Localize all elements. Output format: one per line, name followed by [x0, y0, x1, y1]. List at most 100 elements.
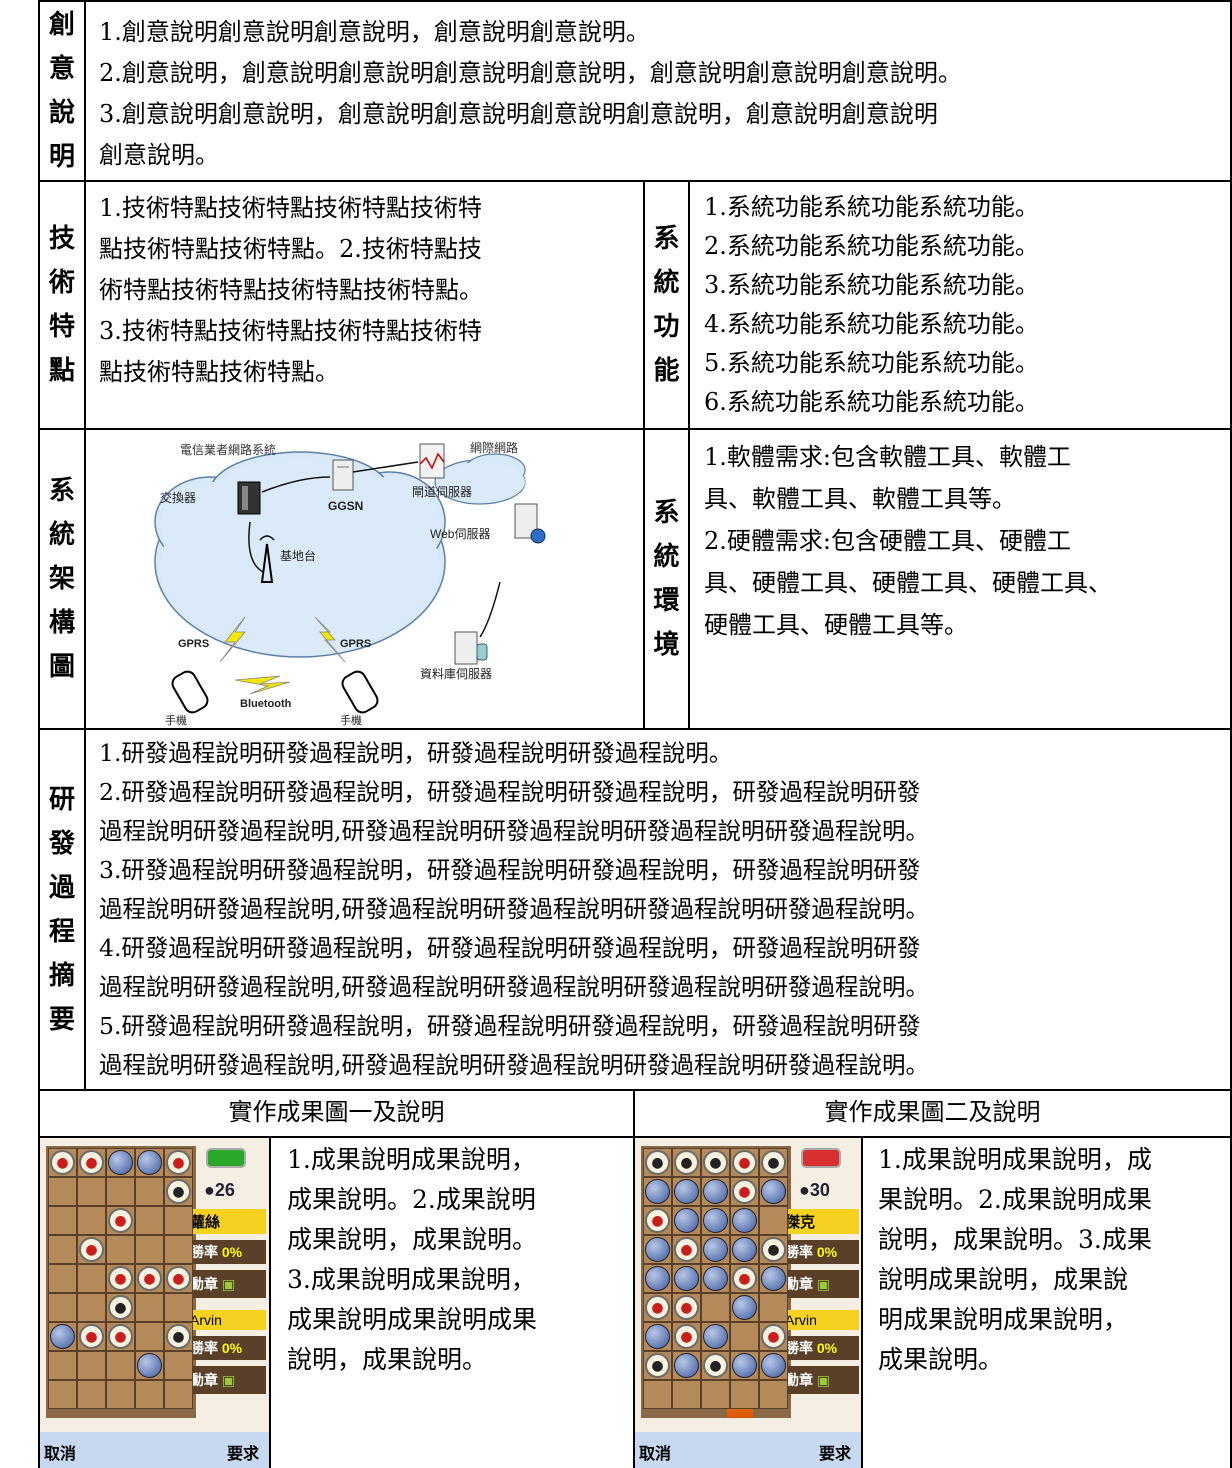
cancel-button[interactable]: 取消: [44, 1444, 77, 1463]
chess-piece-icon[interactable]: ●: [108, 1324, 133, 1349]
player2-rate: 勝率 0%: [188, 1336, 266, 1360]
board-square[interactable]: [48, 1351, 77, 1380]
chess-piece-icon[interactable]: ●: [645, 1208, 670, 1233]
chess-piece-icon[interactable]: ●: [645, 1353, 670, 1378]
timer: ●26: [204, 1180, 235, 1200]
board-square[interactable]: [730, 1322, 759, 1351]
board-square[interactable]: [77, 1177, 106, 1206]
board-square[interactable]: [135, 1293, 164, 1322]
request-button[interactable]: 要求: [818, 1444, 851, 1463]
chess-piece-icon[interactable]: [703, 1266, 728, 1291]
board-square[interactable]: [106, 1235, 135, 1264]
chess-piece-icon[interactable]: [50, 1324, 75, 1349]
chess-piece-icon[interactable]: ●: [166, 1266, 191, 1291]
board-square[interactable]: [106, 1351, 135, 1380]
board-square[interactable]: [164, 1235, 193, 1264]
board-square[interactable]: [106, 1177, 135, 1206]
chess-piece-icon[interactable]: [732, 1295, 757, 1320]
chess-piece-icon[interactable]: ●: [108, 1266, 133, 1291]
chess-piece-icon[interactable]: ●: [703, 1353, 728, 1378]
chess-piece-icon[interactable]: [645, 1266, 670, 1291]
chess-piece-icon[interactable]: [732, 1237, 757, 1262]
phone-right-icon: [341, 670, 379, 714]
chess-piece-icon[interactable]: ●: [79, 1150, 104, 1175]
chess-piece-icon[interactable]: [761, 1353, 786, 1378]
board-square[interactable]: [48, 1177, 77, 1206]
chess-piece-icon[interactable]: [674, 1353, 699, 1378]
board-square[interactable]: [672, 1380, 701, 1409]
chess-piece-icon[interactable]: ●: [79, 1324, 104, 1349]
chess-piece-icon[interactable]: [674, 1266, 699, 1291]
chess-piece-icon[interactable]: ●: [761, 1324, 786, 1349]
cancel-button[interactable]: 取消: [639, 1444, 672, 1463]
board-square[interactable]: [48, 1293, 77, 1322]
chess-piece-icon[interactable]: [732, 1208, 757, 1233]
chess-piece-icon[interactable]: [761, 1179, 786, 1204]
phone-right-label: 手機: [340, 713, 362, 726]
chess-piece-icon[interactable]: ●: [50, 1150, 75, 1175]
board-square[interactable]: [701, 1293, 730, 1322]
board-square[interactable]: [135, 1322, 164, 1351]
board-square[interactable]: [135, 1380, 164, 1409]
board-square[interactable]: [77, 1264, 106, 1293]
chess-piece-icon[interactable]: ●: [645, 1295, 670, 1320]
chess-piece-icon[interactable]: ●: [761, 1150, 786, 1175]
board-square[interactable]: [135, 1177, 164, 1206]
chess-piece-icon[interactable]: ●: [761, 1237, 786, 1262]
board-square[interactable]: [48, 1380, 77, 1409]
board-square[interactable]: [759, 1380, 788, 1409]
board-square[interactable]: [643, 1380, 672, 1409]
chess-piece-icon[interactable]: [703, 1179, 728, 1204]
board-square[interactable]: [164, 1380, 193, 1409]
chess-piece-icon[interactable]: ●: [645, 1150, 670, 1175]
board-square[interactable]: [77, 1206, 106, 1235]
board-square[interactable]: [164, 1351, 193, 1380]
chess-piece-icon[interactable]: ●: [674, 1150, 699, 1175]
board-square[interactable]: [135, 1235, 164, 1264]
board-square[interactable]: [48, 1206, 77, 1235]
chess-piece-icon[interactable]: ●: [732, 1150, 757, 1175]
chess-piece-icon[interactable]: ●: [166, 1150, 191, 1175]
board-square[interactable]: [730, 1380, 759, 1409]
request-button[interactable]: 要求: [226, 1444, 259, 1463]
board-square[interactable]: [106, 1380, 135, 1409]
player1-name: 傑克: [783, 1209, 859, 1234]
board-square[interactable]: [164, 1293, 193, 1322]
board-square[interactable]: [164, 1206, 193, 1235]
chess-piece-icon[interactable]: ●: [703, 1150, 728, 1175]
chess-piece-icon[interactable]: [732, 1353, 757, 1378]
chess-piece-icon[interactable]: [761, 1266, 786, 1291]
board-square[interactable]: [48, 1264, 77, 1293]
chess-piece-icon[interactable]: [645, 1179, 670, 1204]
chess-piece-icon[interactable]: [674, 1208, 699, 1233]
chess-piece-icon[interactable]: [703, 1208, 728, 1233]
board-square[interactable]: [701, 1380, 730, 1409]
chess-piece-icon[interactable]: ●: [674, 1295, 699, 1320]
board-square[interactable]: [77, 1380, 106, 1409]
chess-piece-icon[interactable]: [108, 1150, 133, 1175]
chess-piece-icon[interactable]: [645, 1324, 670, 1349]
chess-piece-icon[interactable]: ●: [79, 1237, 104, 1262]
chess-piece-icon[interactable]: [645, 1237, 670, 1262]
chess-piece-icon[interactable]: [703, 1324, 728, 1349]
board-square[interactable]: [77, 1293, 106, 1322]
chess-piece-icon[interactable]: [137, 1150, 162, 1175]
board-square[interactable]: [759, 1206, 788, 1235]
chess-piece-icon[interactable]: ●: [674, 1237, 699, 1262]
board-square[interactable]: [135, 1206, 164, 1235]
chess-piece-icon[interactable]: ●: [108, 1295, 133, 1320]
system-architecture-diagram: 電信業者網路系統 網際網路 交換器 GGSN 閘道伺服器 Web伺服器 基地台 …: [154, 440, 546, 726]
chess-piece-icon[interactable]: ●: [166, 1179, 191, 1204]
board-square[interactable]: [48, 1235, 77, 1264]
chess-piece-icon[interactable]: ●: [108, 1208, 133, 1233]
board-square[interactable]: [759, 1293, 788, 1322]
chess-piece-icon[interactable]: ●: [674, 1324, 699, 1349]
board-square[interactable]: [77, 1351, 106, 1380]
chess-piece-icon[interactable]: [137, 1353, 162, 1378]
chess-piece-icon[interactable]: ●: [166, 1324, 191, 1349]
chess-piece-icon[interactable]: ●: [137, 1266, 162, 1291]
chess-piece-icon[interactable]: ●: [732, 1266, 757, 1291]
chess-piece-icon[interactable]: [703, 1237, 728, 1262]
chess-piece-icon[interactable]: ●: [732, 1179, 757, 1204]
chess-piece-icon[interactable]: [674, 1179, 699, 1204]
